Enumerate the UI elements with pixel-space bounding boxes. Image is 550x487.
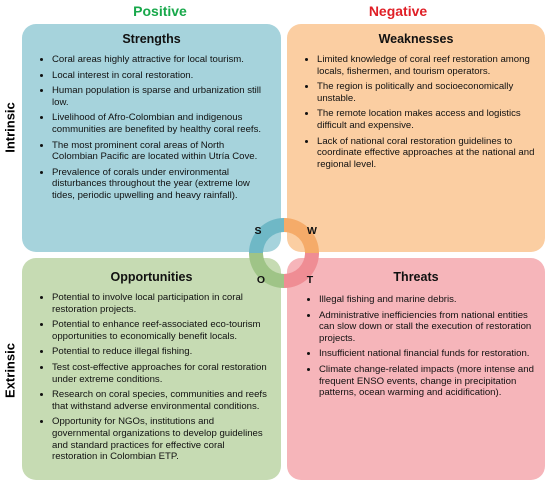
ring-letter-w: W [307, 225, 317, 237]
strengths-title: Strengths [122, 32, 181, 46]
ring-segment-o [249, 253, 284, 288]
opportunities-quadrant: Opportunities Potential to involve local… [22, 258, 281, 480]
strength-item: Coral areas highly attractive for local … [52, 54, 271, 66]
weaknesses-list: Limited knowledge of coral reef restorat… [297, 54, 535, 170]
strength-item: Livelihood of Afro-Colombian and indigen… [52, 112, 271, 135]
ring-segment-t [284, 253, 319, 288]
opportunities-list: Potential to involve local participation… [32, 292, 271, 463]
opportunity-item: Opportunity for NGOs, institutions and g… [52, 416, 271, 462]
threat-item: Climate change-related impacts (more int… [319, 364, 535, 399]
threat-item: Administrative inefficiencies from natio… [319, 310, 535, 345]
strength-item: Prevalence of corals under environmental… [52, 167, 271, 202]
positive-heading: Positive [133, 3, 187, 19]
threat-item: Illegal fishing and marine debris. [319, 294, 535, 306]
weakness-item: Limited knowledge of coral reef restorat… [317, 54, 535, 77]
negative-heading: Negative [368, 3, 428, 19]
weaknesses-title: Weaknesses [378, 32, 454, 46]
swot-ring-graphic [249, 218, 319, 288]
strength-item: The most prominent coral areas of North … [52, 140, 271, 163]
threats-list: Illegal fishing and marine debris. Admin… [297, 294, 535, 399]
weakness-item: The remote location makes access and log… [317, 108, 535, 131]
threats-quadrant: Threats Illegal fishing and marine debri… [287, 258, 545, 480]
opportunity-item: Research on coral species, communities a… [52, 389, 271, 412]
intrinsic-label: Intrinsic [2, 102, 18, 153]
strengths-quadrant: Strengths Coral areas highly attractive … [22, 24, 281, 252]
strength-item: Human population is sparse and urbanizat… [52, 85, 271, 108]
swot-ring: S W O T [241, 210, 327, 296]
strengths-list: Coral areas highly attractive for local … [32, 54, 271, 202]
weakness-item: The region is politically and socioecono… [317, 81, 535, 104]
ring-letter-o: O [256, 274, 266, 286]
opportunity-item: Potential to enhance reef-associated eco… [52, 319, 271, 342]
ring-segment-s [249, 218, 284, 253]
opportunity-item: Test cost-effective approaches for coral… [52, 362, 271, 385]
opportunities-title: Opportunities [110, 270, 193, 284]
weaknesses-quadrant: Weaknesses Limited knowledge of coral re… [287, 24, 545, 252]
ring-letter-s: S [254, 225, 262, 237]
extrinsic-label: Extrinsic [2, 343, 18, 398]
ring-letter-t: T [306, 274, 314, 286]
threats-title: Threats [393, 270, 439, 284]
threat-item: Insufficient national financial funds fo… [319, 348, 535, 360]
ring-segment-w [284, 218, 319, 253]
opportunity-item: Potential to involve local participation… [52, 292, 271, 315]
opportunity-item: Potential to reduce illegal fishing. [52, 346, 271, 358]
weakness-item: Lack of national coral restoration guide… [317, 136, 535, 171]
strength-item: Local interest in coral restoration. [52, 70, 271, 82]
